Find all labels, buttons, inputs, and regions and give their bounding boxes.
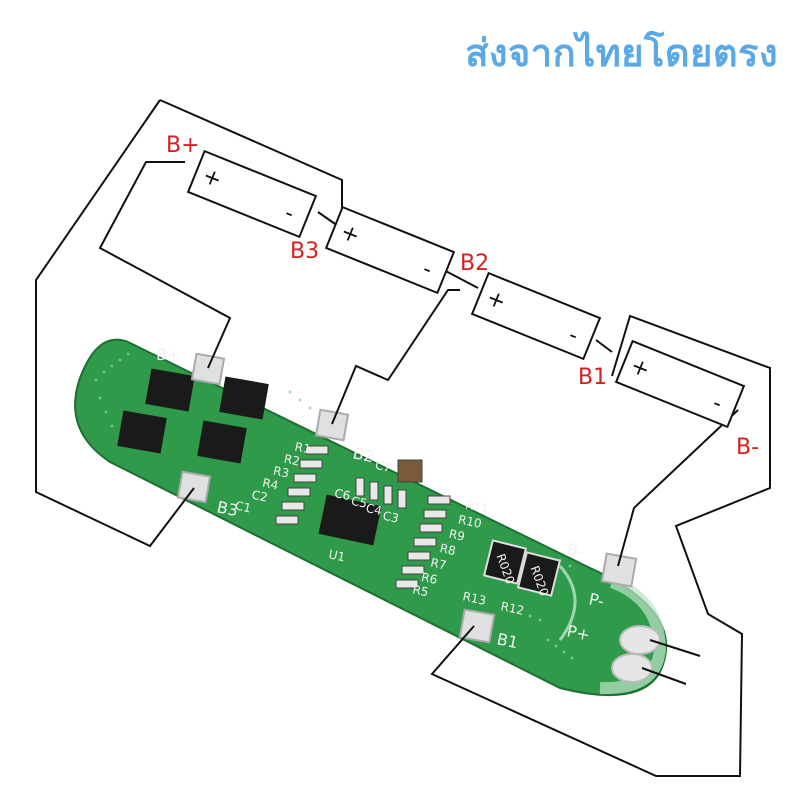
silk-b-plus: B+ [156,345,180,364]
battery-cell-2: + - [324,205,456,295]
silk-r4: R4 [261,476,280,493]
label-b-plus: B+ [166,133,200,158]
promo-banner-text: ส่งจากไทยโดยตรง [465,31,778,75]
mosfet-chip [117,368,269,464]
shunt-resistor: R020 R020 [482,539,562,598]
pad-b1 [458,608,496,644]
pad-b2 [314,408,350,442]
silk-r11: R11 [464,498,490,517]
silk-r5: R5 [411,582,430,599]
wiring [35,99,771,777]
silk-r2: R2 [283,452,302,469]
silk-r10: R10 [457,512,483,531]
silk-c1: C1 [234,498,253,515]
pad-b-plus [190,352,226,386]
silk-r8: R8 [438,541,457,558]
battery-cell-4: + - [614,339,746,429]
pad-b-minus [600,552,638,588]
silk-r1: R1 [293,440,312,457]
silk-b2: B2 [351,443,376,466]
battery-cell-3: + - [470,271,602,361]
silk-b3: B3 [215,497,240,520]
label-b-minus: B- [736,435,759,460]
silk-c6: C6 [333,486,352,503]
silk-c7: C7 [374,458,393,475]
silk-r6: R6 [420,570,439,587]
silk-c5: C5 [350,494,369,511]
pcb-board: R020 R020 B+ B2 B3 B- B1 P- P+ R1 R2 R3 [74,338,668,697]
silk-b1: B1 [495,629,520,652]
silk-c4: C4 [365,501,384,518]
silk-r3: R3 [272,464,291,481]
silk-r13: R13 [461,589,487,608]
silk-p-minus: P- [587,589,606,611]
silk-u1: U1 [327,547,346,564]
output-pads [611,625,661,683]
silk-r7: R7 [429,556,448,573]
silk-c3: C3 [381,509,400,526]
battery-cell-1: + - [186,149,318,239]
silk-r9: R9 [448,527,467,544]
protection-ic [318,494,382,546]
label-b2: B2 [460,251,489,276]
label-b3: B3 [290,239,319,264]
label-b1: B1 [578,365,607,390]
silk-b-minus: B- [565,539,585,561]
silk-p-plus: P+ [565,621,592,644]
silk-c2: C2 [250,488,269,505]
silk-r12: R12 [499,599,525,618]
pad-b3 [176,470,212,504]
